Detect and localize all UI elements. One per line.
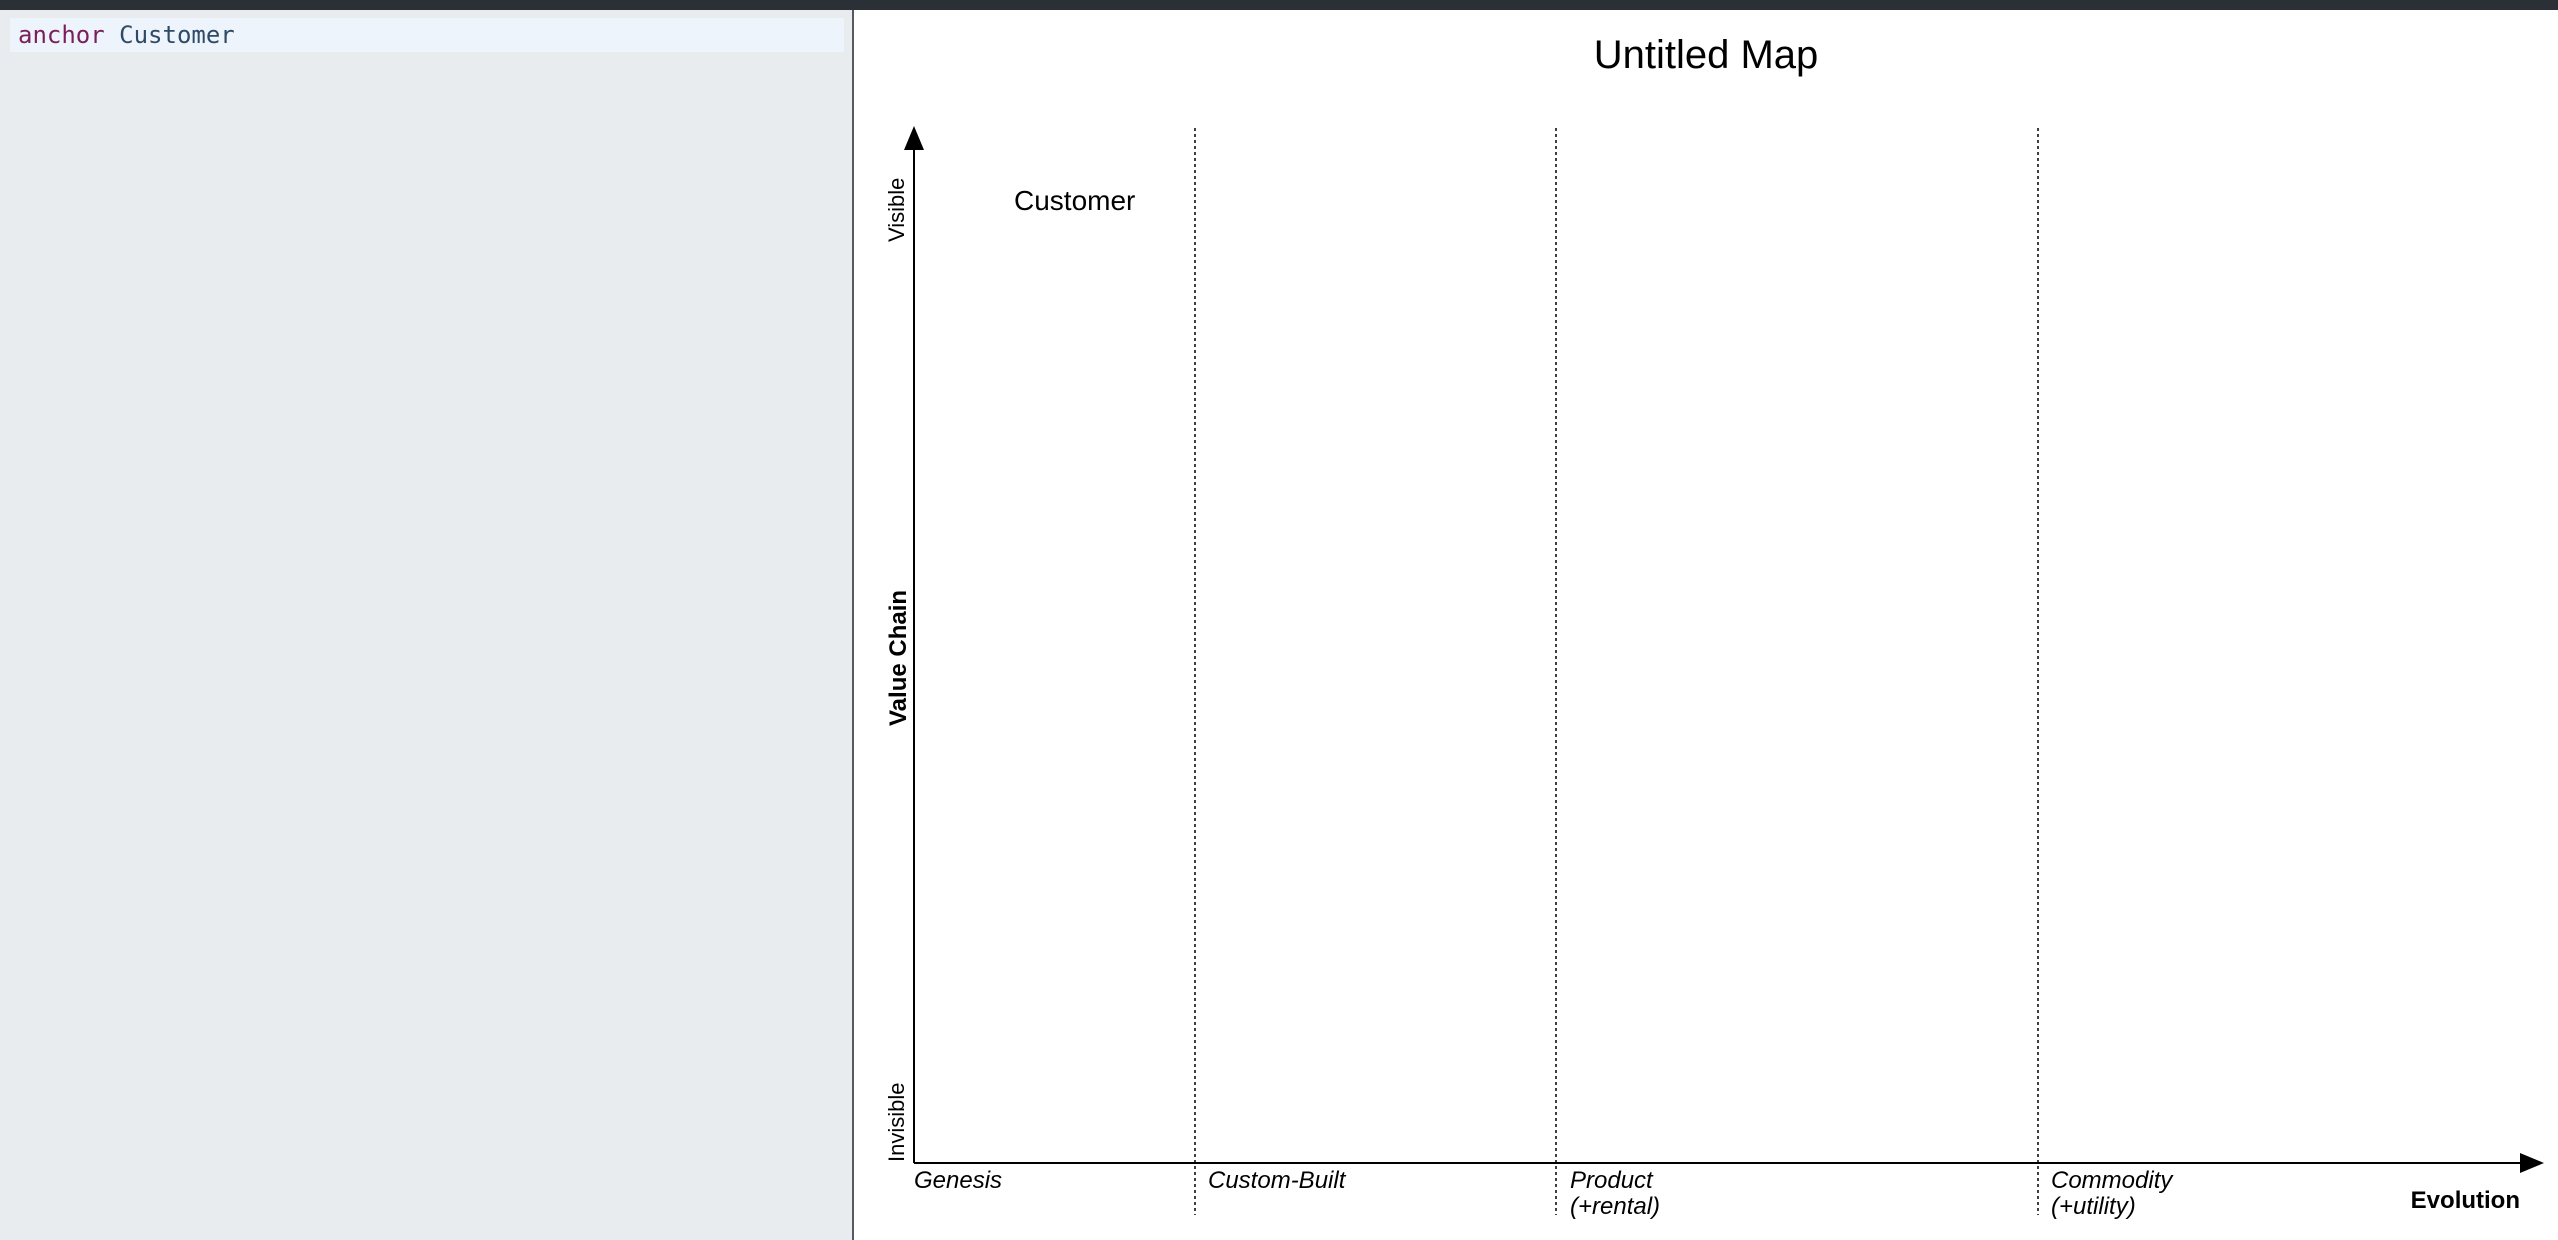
x-axis-arrow-icon (2520, 1153, 2544, 1173)
y-axis-top-label: Visible (884, 178, 909, 242)
code-editor[interactable]: anchor Customer (0, 10, 852, 1240)
keyword-token: anchor (18, 21, 105, 49)
map-svg: Untitled Map Visible Value Chain Invisib… (884, 33, 2544, 1220)
x-axis-label: Evolution (2411, 1187, 2520, 1214)
panel-divider[interactable] (852, 10, 854, 1240)
stage-label-genesis: Genesis (914, 1167, 1002, 1194)
map-title: Untitled Map (1594, 33, 1819, 77)
window-top-bar (0, 0, 2558, 10)
wardley-map-canvas[interactable]: Untitled Map Visible Value Chain Invisib… (854, 10, 2558, 1240)
y-axis-bottom-label: Invisible (884, 1083, 909, 1162)
y-axis-label: Value Chain (885, 590, 912, 726)
stage-label-product: Product (1570, 1167, 1654, 1194)
stage-label-commodity: Commodity (2051, 1167, 2174, 1194)
stage-label-product-sub: (+rental) (1570, 1193, 1660, 1220)
editor-line-1[interactable]: anchor Customer (10, 18, 844, 52)
anchor-customer[interactable]: Customer (1014, 185, 1135, 216)
y-axis-arrow-icon (904, 126, 924, 150)
stage-label-commodity-sub: (+utility) (2051, 1193, 2136, 1220)
stage-label-custom-built: Custom-Built (1208, 1167, 1347, 1194)
value-token: Customer (119, 21, 235, 49)
